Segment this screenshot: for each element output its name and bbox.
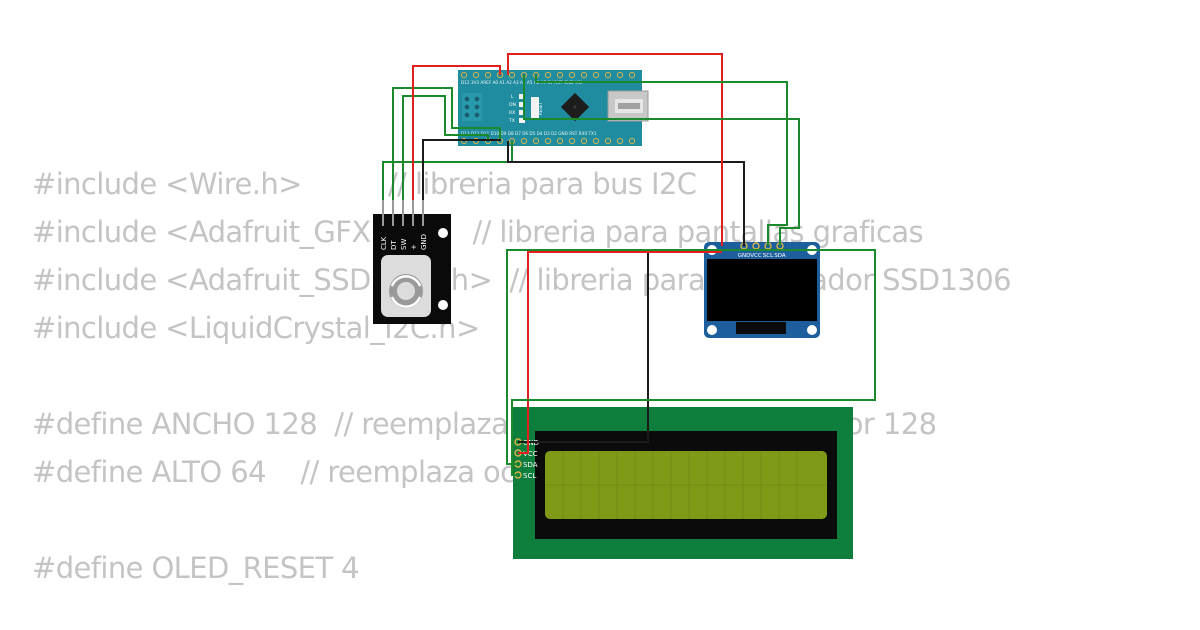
reset-button[interactable]	[531, 97, 539, 119]
wire-encoder-gnd[interactable]	[422, 139, 501, 200]
oled-module[interactable]: GND VCC SCL SDA	[704, 242, 820, 338]
nano-top-pin-labels: D12 3V3 AREF A0 A1 A2 A3 A4 A5 A6 A7 5V …	[461, 80, 582, 85]
encoder-pin-label: DT	[390, 240, 398, 250]
rotate-arrow-icon	[390, 275, 422, 287]
led-label-l: L	[511, 94, 514, 100]
reset-label: RESET	[538, 102, 543, 115]
encoder-pin-label: GND	[420, 234, 428, 250]
code-line: #define OLED_RESET 4	[32, 551, 360, 585]
wire-oled-vcc[interactable]	[507, 53, 723, 246]
lcd-character-grid	[545, 451, 827, 519]
oled-ribbon	[736, 322, 786, 334]
wire-encoder-vcc[interactable]	[412, 65, 501, 200]
oled-pin-label: SCL	[763, 253, 774, 259]
encoder-pin-labels: CLK DT SW + GND	[380, 234, 428, 250]
led-label-on: ON	[509, 102, 516, 108]
nano-bottom-pin-labels: D13 D12 D11 D10 D9 D8 D7 D6 D5 D4 D3 D2 …	[461, 131, 597, 136]
wire-encoder-dt[interactable]	[392, 87, 501, 200]
lcd-pin-label: SCL	[523, 472, 536, 480]
icsp-header	[462, 93, 482, 121]
wire-oled-gnd[interactable]	[507, 141, 745, 246]
lcd-pin-label: SDA	[523, 461, 538, 469]
code-line: #include <Wire.h> // libreria para bus I…	[32, 167, 697, 201]
code-line: #include <Adafruit_GFX.h> // libreria pa…	[32, 215, 924, 249]
wires	[382, 53, 876, 476]
rotary-encoder[interactable]: CLK DT SW + GND	[373, 200, 451, 324]
wire-oled-sda[interactable]	[523, 75, 800, 246]
led-label-rx: RX	[509, 110, 515, 116]
nano-leds: L ON RX TX	[508, 94, 525, 124]
oled-screen	[707, 259, 817, 321]
wire-lcd-vcc[interactable]	[518, 251, 722, 454]
oled-pin-label: GND	[738, 253, 751, 259]
wire-encoder-clk[interactable]	[382, 141, 513, 200]
wire-encoder-sw[interactable]	[402, 95, 489, 200]
encoder-pins[interactable]	[382, 200, 424, 226]
lcd-pin-label: VCC	[523, 450, 538, 458]
encoder-pin-label: CLK	[380, 236, 388, 250]
lcd-module[interactable]: GND VCC SDA SCL	[513, 407, 853, 559]
led-label-tx: TX	[508, 118, 515, 124]
nano-bottom-header[interactable]	[460, 137, 636, 145]
encoder-pin-label: SW	[400, 239, 408, 250]
wire-lcd-scl[interactable]	[511, 249, 876, 476]
oled-pin-label: VCC	[750, 253, 762, 259]
encoder-pin-label: +	[410, 244, 418, 250]
wire-oled-scl[interactable]	[535, 75, 788, 246]
oled-pin-label: SDA	[774, 253, 786, 259]
